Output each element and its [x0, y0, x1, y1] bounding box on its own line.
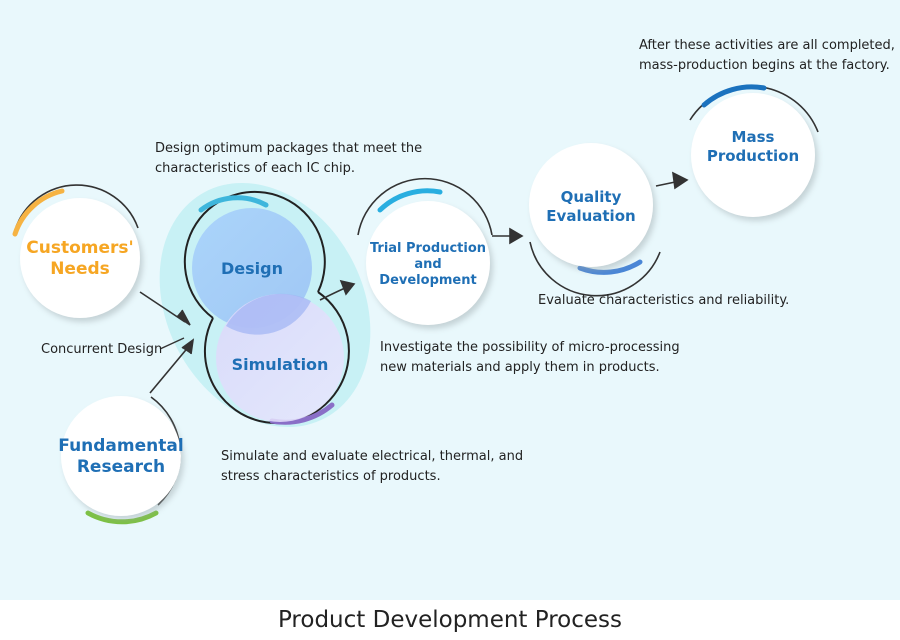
fundamental-research-label: Fundamental Research [58, 435, 184, 477]
design-simulation-ring [183, 190, 350, 425]
design-note: Design optimum packages that meet the ch… [155, 141, 423, 176]
simulation-label: Simulation [231, 355, 329, 374]
mass-production-label: Mass Production [706, 128, 800, 165]
connector-quality-to-mass [655, 171, 689, 190]
trial-production-label: Trial Production and Development [369, 240, 487, 289]
connector-concurrent-design-line [159, 337, 185, 350]
design-label: Design [221, 259, 283, 278]
customers-needs-label: Customers' Needs [26, 237, 134, 279]
connector-simulation-to-trial [319, 279, 356, 301]
fundamental-research-node[interactable] [61, 396, 181, 525]
mass-production-note: After these activities are all completed… [639, 38, 895, 73]
trial-production-note: Investigate the possibility of micro-pro… [380, 340, 680, 375]
quality-evaluation-note: Evaluate characteristics and reliability… [538, 293, 790, 308]
quality-evaluation-label: Quality Evaluation [546, 188, 636, 225]
concurrent-design-note: Concurrent Design [41, 342, 163, 357]
mass-production-node[interactable] [689, 84, 819, 217]
design-simulation-overlap [226, 293, 311, 335]
flow-diagram [12, 84, 819, 525]
customers-needs-node[interactable] [12, 184, 140, 318]
connector-research-to-design [149, 338, 195, 394]
trial-production-node[interactable] [357, 177, 493, 325]
quality-evaluation-node[interactable] [529, 143, 661, 297]
diagram-caption: Product Development Process [277, 607, 623, 633]
connector-customers-to-design [139, 291, 191, 326]
simulation-note: Simulate and evaluate electrical, therma… [221, 449, 524, 484]
connector-trial-to-quality [492, 227, 524, 245]
